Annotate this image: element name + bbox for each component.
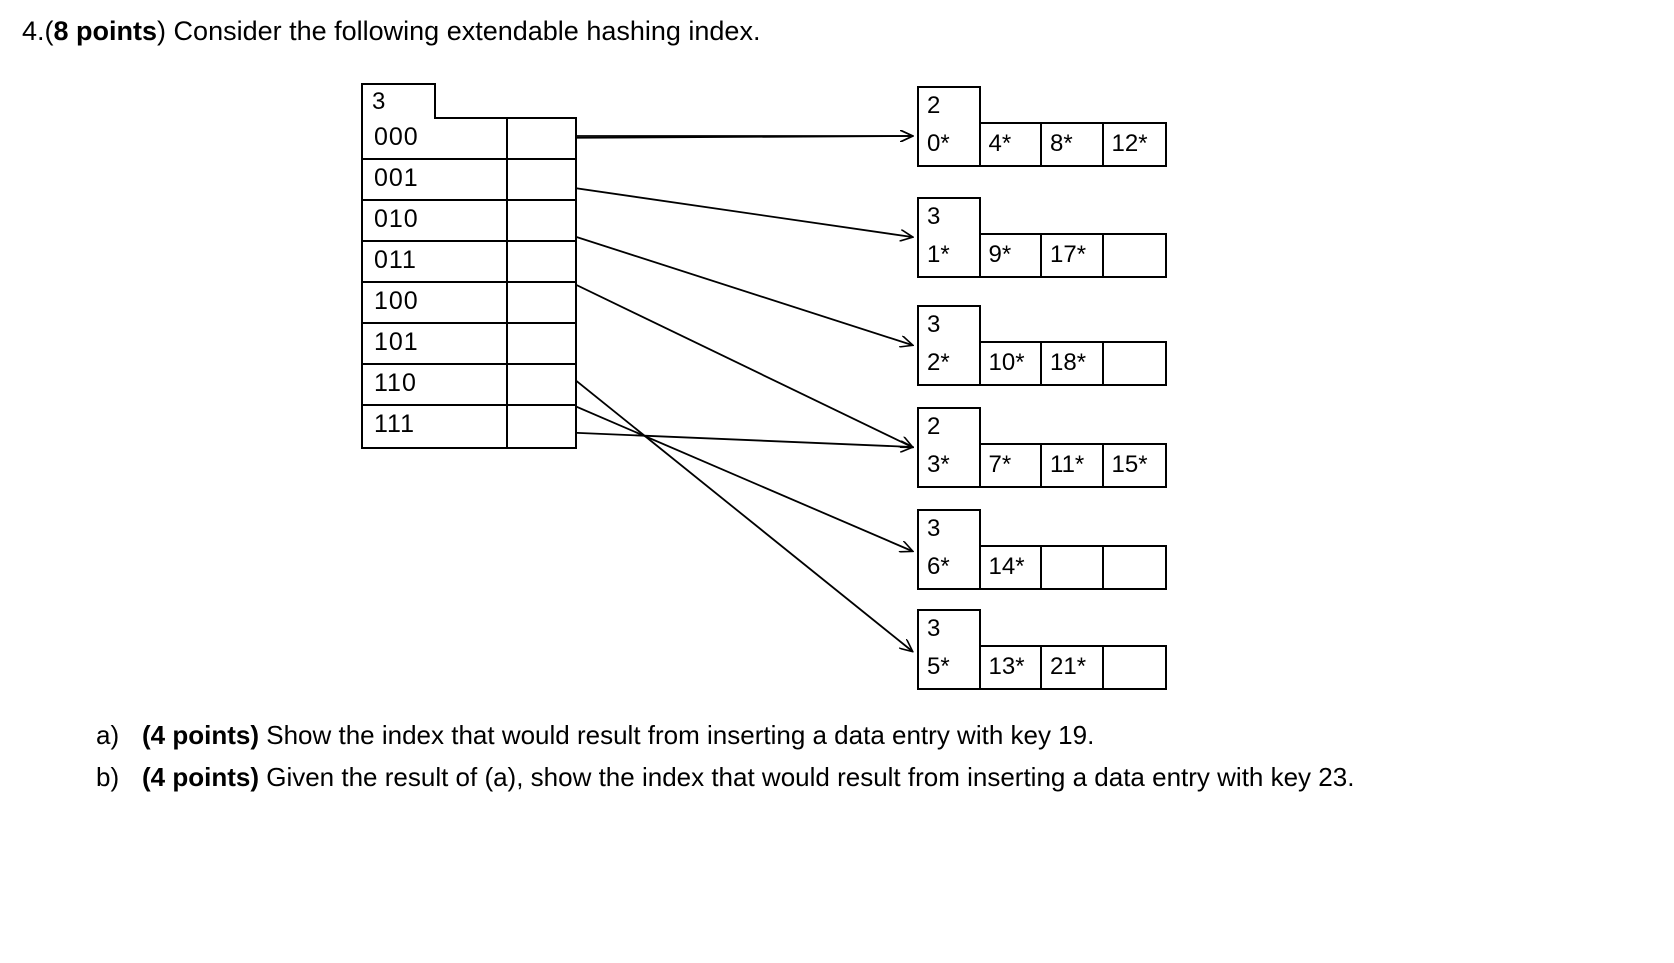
bucket-cell: 17* — [1042, 235, 1104, 276]
arrow-101-to-bucket-5 — [532, 345, 912, 651]
directory-entry-011[interactable]: 011 — [363, 242, 575, 283]
directory-pointer-cell[interactable] — [508, 160, 575, 199]
bucket-2: 3 2* 10* 18* — [917, 305, 1167, 386]
directory-pointer-cell[interactable] — [508, 201, 575, 240]
bucket-cells: 3* 7* 11* 15* — [917, 443, 1167, 488]
bucket-cell: 4* — [981, 124, 1042, 165]
arrow-001-to-bucket-1 — [532, 181, 912, 237]
arrow-000-to-bucket-0 — [532, 136, 912, 138]
bucket-local-depth: 2 — [917, 407, 981, 445]
answer-item-b: b) (4 points) Given the result of (a), s… — [96, 756, 1616, 798]
arrow-110-to-bucket-4 — [532, 387, 912, 551]
bucket-cell: 10* — [981, 343, 1042, 384]
bucket-local-depth: 3 — [917, 509, 981, 547]
bucket-cells: 6* 14* — [917, 545, 1167, 590]
bucket-cell: 2* — [919, 343, 981, 384]
bucket-cell: 18* — [1042, 343, 1104, 384]
arrow-111-to-bucket-3 — [532, 430, 912, 447]
bucket-local-depth: 2 — [917, 86, 981, 124]
directory-entry-label: 111 — [363, 406, 508, 447]
directory-entry-100[interactable]: 100 — [363, 283, 575, 324]
answer-text: Given the result of (a), show the index … — [259, 762, 1355, 792]
directory-pointer-cell[interactable] — [508, 406, 575, 447]
question-text: Consider the following extendable hashin… — [166, 16, 761, 46]
directory-pointer-cell[interactable] — [508, 283, 575, 322]
bucket-cells: 2* 10* 18* — [917, 341, 1167, 386]
bucket-3: 2 3* 7* 11* 15* — [917, 407, 1167, 488]
bucket-1: 3 1* 9* 17* — [917, 197, 1167, 278]
answer-text: Show the index that would result from in… — [259, 720, 1095, 750]
answer-points: (4 points) — [142, 762, 259, 792]
arrow-010-to-bucket-2 — [532, 222, 912, 345]
bucket-cell: 3* — [919, 445, 981, 486]
bucket-local-depth: 3 — [917, 197, 981, 235]
bucket-cell: 8* — [1042, 124, 1104, 165]
directory-entry-label: 110 — [363, 365, 508, 404]
paren-close: ) — [157, 16, 167, 46]
directory: 3 000 001 010 011 100 — [361, 83, 577, 449]
bucket-cell: 14* — [981, 547, 1042, 588]
answer-marker: a) — [96, 720, 120, 750]
directory-rows: 000 001 010 011 100 101 — [361, 117, 577, 449]
answer-points: (4 points) — [142, 720, 259, 750]
bucket-cell — [1104, 343, 1165, 384]
answer-marker: b) — [96, 762, 120, 792]
bucket-local-depth: 3 — [917, 609, 981, 647]
bucket-cell: 21* — [1042, 647, 1104, 688]
directory-entry-label: 001 — [363, 160, 508, 199]
bucket-cells: 1* 9* 17* — [917, 233, 1167, 278]
bucket-local-depth: 3 — [917, 305, 981, 343]
directory-pointer-cell[interactable] — [508, 324, 575, 363]
bucket-5: 3 5* 13* 21* — [917, 609, 1167, 690]
bucket-cell: 5* — [919, 647, 981, 688]
bucket-cells: 5* 13* 21* — [917, 645, 1167, 690]
directory-pointer-cell[interactable] — [508, 119, 575, 158]
bucket-cell: 11* — [1042, 445, 1104, 486]
directory-entry-label: 100 — [363, 283, 508, 322]
directory-entry-110[interactable]: 110 — [363, 365, 575, 406]
question-points: 8 points — [53, 16, 158, 46]
directory-entry-001[interactable]: 001 — [363, 160, 575, 201]
directory-pointer-cell[interactable] — [508, 365, 575, 404]
answer-body: (4 points) Given the result of (a), show… — [142, 756, 1616, 798]
bucket-cell: 0* — [919, 124, 981, 165]
question-number: 4. — [22, 16, 45, 46]
bucket-cell: 1* — [919, 235, 981, 276]
answer-list: a) (4 points) Show the index that would … — [96, 714, 1616, 798]
answer-body: (4 points) Show the index that would res… — [142, 714, 1616, 756]
question-heading: 4.(8 points) Consider the following exte… — [22, 14, 760, 48]
bucket-cell — [1104, 547, 1165, 588]
answer-item-a: a) (4 points) Show the index that would … — [96, 714, 1616, 756]
paren-open: ( — [44, 16, 54, 46]
directory-entry-label: 000 — [363, 119, 508, 158]
directory-pointer-cell[interactable] — [508, 242, 575, 281]
directory-entry-101[interactable]: 101 — [363, 324, 575, 365]
directory-entry-010[interactable]: 010 — [363, 201, 575, 242]
bucket-cell: 15* — [1111, 451, 1148, 478]
bucket-cells: 0* 4* 8* 12* — [917, 122, 1167, 167]
arrow-011-to-bucket-3 — [532, 263, 912, 447]
bucket-cell — [1104, 647, 1165, 688]
directory-entry-000[interactable]: 000 — [363, 119, 575, 160]
bucket-cell: 6* — [919, 547, 981, 588]
global-depth-box: 3 — [361, 83, 436, 119]
bucket-cell — [1104, 235, 1165, 276]
bucket-cell — [1042, 547, 1104, 588]
directory-entry-label: 101 — [363, 324, 508, 363]
bucket-cell: 13* — [981, 647, 1042, 688]
directory-entry-label: 011 — [363, 242, 508, 281]
bucket-cell: 9* — [981, 235, 1042, 276]
directory-entry-label: 010 — [363, 201, 508, 240]
bucket-0: 2 0* 4* 8* 12* — [917, 86, 1167, 167]
directory-entry-111[interactable]: 111 — [363, 406, 575, 447]
bucket-cell: 7* — [981, 445, 1042, 486]
bucket-cell: 12* — [1111, 130, 1148, 157]
bucket-4: 3 6* 14* — [917, 509, 1167, 590]
